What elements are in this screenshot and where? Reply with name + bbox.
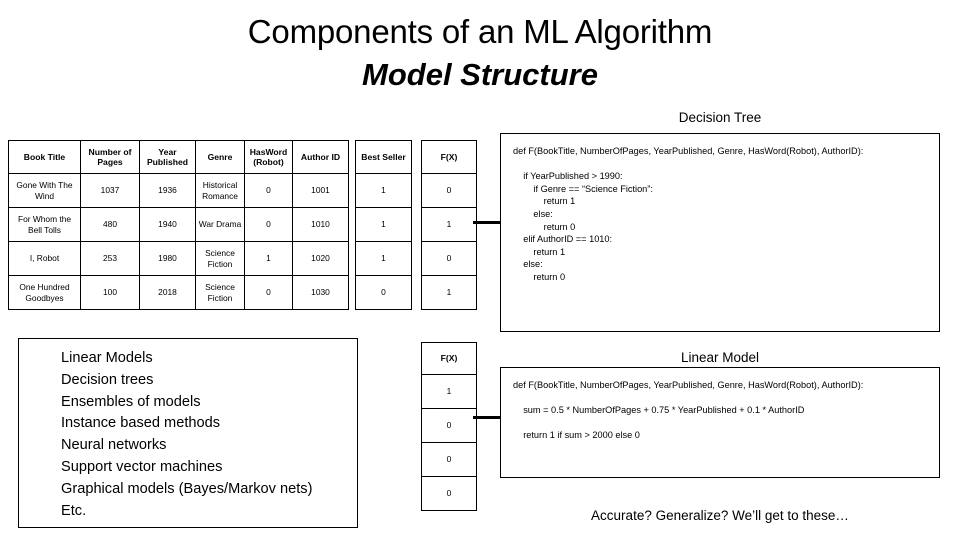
list-item: Linear Models [61, 350, 153, 366]
table-row: 0 [421, 476, 477, 511]
cell-hasword-robot: 0 [244, 207, 293, 242]
cell-year-published: 1980 [139, 241, 196, 276]
column-header-best-seller: Best Seller [355, 140, 412, 174]
cell-best-seller: 1 [355, 241, 412, 276]
column-header-hasword-robot: HasWord (Robot) [244, 140, 293, 174]
decision-tree-code-text: def F(BookTitle, NumberOfPages, YearPubl… [513, 146, 864, 282]
table-row: 0 [421, 173, 477, 208]
cell-genre: Science Fiction [195, 241, 245, 276]
features-table: Book Title Number of Pages Year Publishe… [8, 140, 349, 310]
column-header-fx: F(X) [421, 140, 477, 174]
cell-genre: War Drama [195, 207, 245, 242]
cell-hasword-robot: 1 [244, 241, 293, 276]
decision-tree-code-box: def F(BookTitle, NumberOfPages, YearPubl… [500, 133, 940, 332]
cell-fx: 0 [421, 442, 477, 477]
cell-genre: Historical Romance [195, 173, 245, 208]
table-row: For Whom the Bell Tolls 480 1940 War Dra… [8, 207, 349, 242]
column-header-fx: F(X) [421, 342, 477, 375]
table-row: 1 [421, 374, 477, 409]
cell-number-of-pages: 100 [80, 275, 140, 310]
label-table: Best Seller 1 1 1 0 [355, 140, 412, 310]
cell-number-of-pages: 1037 [80, 173, 140, 208]
cell-year-published: 2018 [139, 275, 196, 310]
cell-book-title: One Hundred Goodbyes [8, 275, 81, 310]
list-item: Ensembles of models [61, 393, 201, 410]
cell-fx: 0 [421, 476, 477, 511]
table-row: 1 [355, 207, 412, 242]
fx-table-linear-model: F(X) 1 0 0 0 [421, 342, 477, 511]
fx-table-decision-tree: F(X) 0 1 0 1 [421, 140, 477, 310]
cell-fx: 1 [421, 207, 477, 242]
cell-author-id: 1030 [292, 275, 349, 310]
cell-fx: 1 [421, 275, 477, 310]
column-header-genre: Genre [195, 140, 245, 174]
cell-fx: 1 [421, 374, 477, 409]
cell-fx: 0 [421, 408, 477, 443]
connector-line-linear-model [473, 416, 501, 419]
table-row: Gone With The Wind 1037 1936 Historical … [8, 173, 349, 208]
cell-hasword-robot: 0 [244, 275, 293, 310]
cell-best-seller: 1 [355, 173, 412, 208]
list-item: Support vector machines [61, 458, 223, 475]
table-row: 1 [421, 207, 477, 242]
model-types-list: Linear Models Decision trees Ensembles o… [19, 339, 357, 522]
column-header-number-of-pages: Number of Pages [80, 140, 140, 174]
cell-book-title: Gone With The Wind [8, 173, 81, 208]
cell-hasword-robot: 0 [244, 173, 293, 208]
linear-model-heading: Linear Model [680, 350, 760, 365]
cell-author-id: 1010 [292, 207, 349, 242]
column-header-author-id: Author ID [292, 140, 349, 174]
cell-author-id: 1020 [292, 241, 349, 276]
decision-tree-heading: Decision Tree [678, 110, 762, 125]
cell-best-seller: 0 [355, 275, 412, 310]
column-header-year-published: Year Published [139, 140, 196, 174]
list-item: Decision trees [61, 371, 154, 388]
table-row: 0 [421, 241, 477, 276]
footer-note: Accurate? Generalize? We’ll get to these… [591, 508, 849, 523]
cell-best-seller: 1 [355, 207, 412, 242]
table-row: 1 [355, 241, 412, 276]
table-header-row: Book Title Number of Pages Year Publishe… [8, 140, 349, 174]
list-item: Neural networks [61, 437, 167, 454]
page-title: Components of an ML Algorithm [247, 13, 713, 50]
page-subtitle: Model Structure [362, 57, 598, 92]
cell-genre: Science Fiction [195, 275, 245, 310]
cell-fx: 0 [421, 173, 477, 208]
cell-fx: 0 [421, 241, 477, 276]
list-item: Etc. [61, 502, 87, 519]
cell-book-title: For Whom the Bell Tolls [8, 207, 81, 242]
list-item: Graphical models (Bayes/Markov nets) [61, 480, 313, 497]
cell-author-id: 1001 [292, 173, 349, 208]
table-row: 1 [355, 173, 412, 208]
cell-number-of-pages: 480 [80, 207, 140, 242]
cell-year-published: 1936 [139, 173, 196, 208]
table-header-row: Best Seller [355, 140, 412, 174]
table-header-row: F(X) [421, 140, 477, 174]
list-item: Instance based methods [61, 415, 221, 432]
table-row: 0 [421, 442, 477, 477]
linear-model-code-text: def F(BookTitle, NumberOfPages, YearPubl… [513, 380, 864, 441]
table-row: I, Robot 253 1980 Science Fiction 1 1020 [8, 241, 349, 276]
cell-year-published: 1940 [139, 207, 196, 242]
cell-book-title: I, Robot [8, 241, 81, 276]
model-types-box: Linear Models Decision trees Ensembles o… [18, 338, 358, 528]
table-row: One Hundred Goodbyes 100 2018 Science Fi… [8, 275, 349, 310]
connector-line-decision-tree [473, 221, 501, 224]
cell-number-of-pages: 253 [80, 241, 140, 276]
table-row: 0 [355, 275, 412, 310]
table-row: 1 [421, 275, 477, 310]
table-row: 0 [421, 408, 477, 443]
linear-model-code-box: def F(BookTitle, NumberOfPages, YearPubl… [500, 367, 940, 478]
table-header-row: F(X) [421, 342, 477, 375]
column-header-book-title: Book Title [8, 140, 81, 174]
